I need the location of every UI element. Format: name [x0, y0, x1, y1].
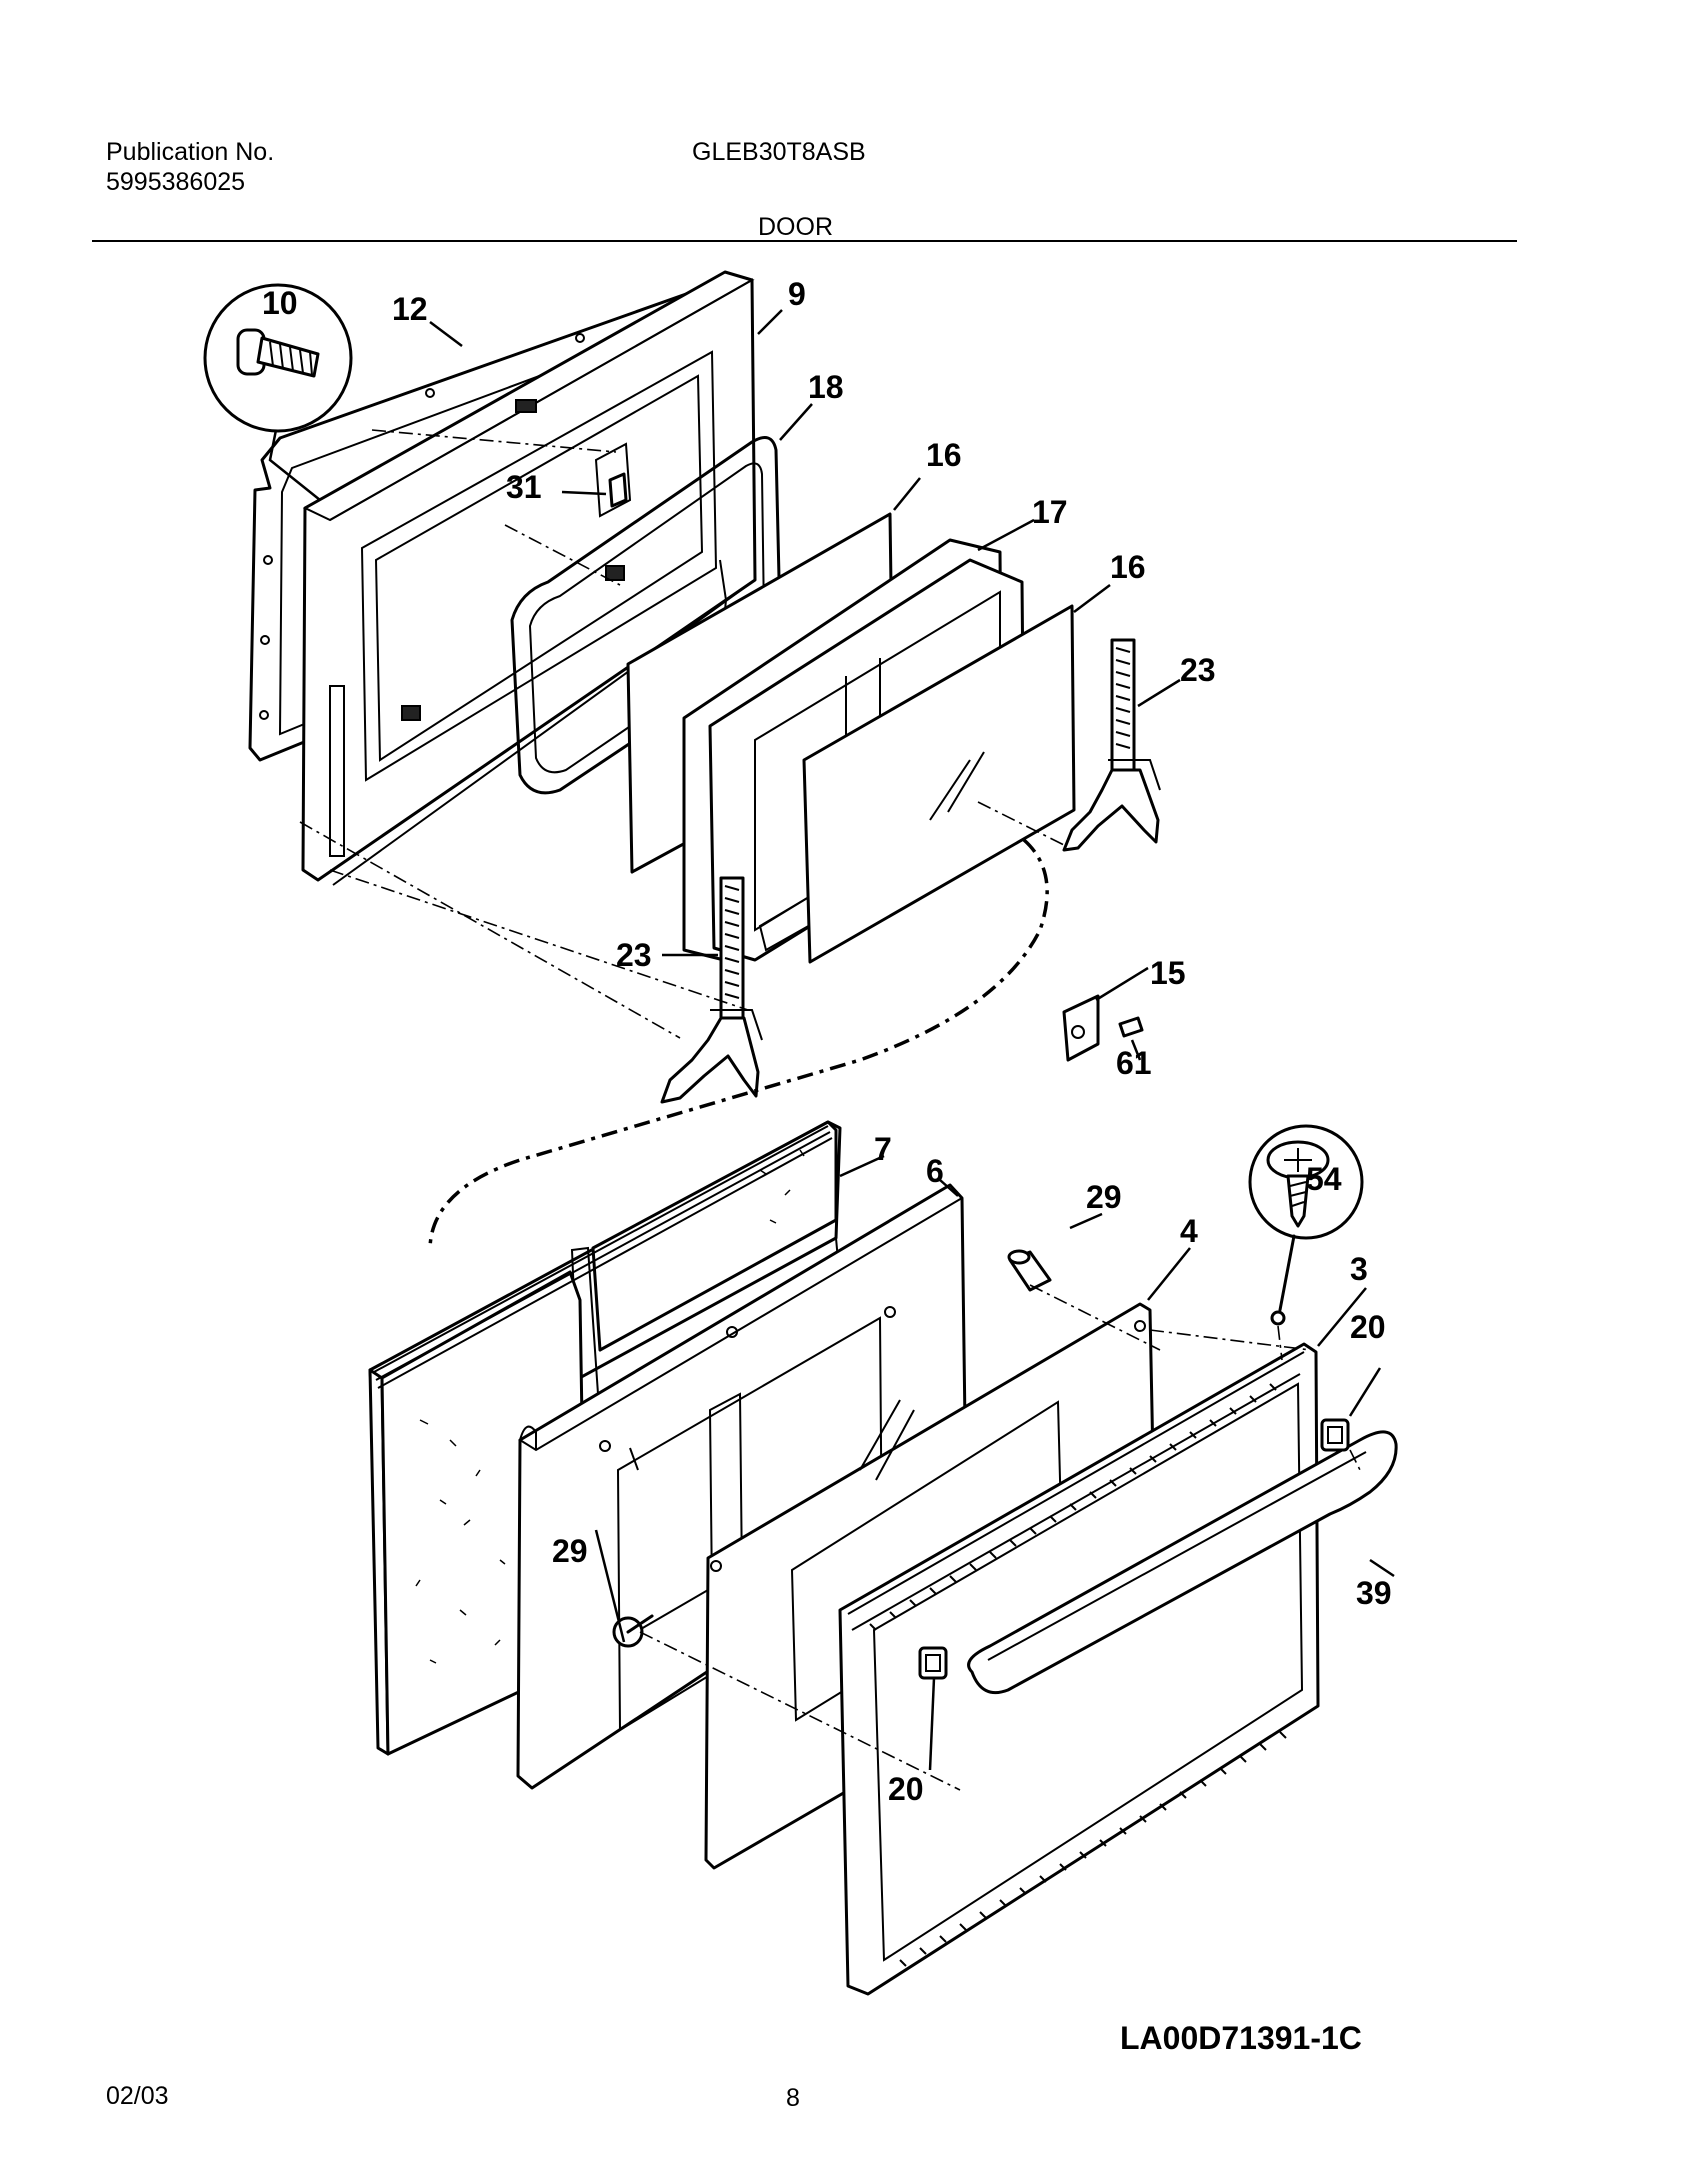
part-31-hinge-clip: [561, 472, 628, 508]
callout-16-a: 16: [926, 437, 962, 473]
part-9-door-liner: [301, 270, 757, 886]
section-title: DOOR: [758, 213, 833, 241]
leader-16b: [1073, 584, 1111, 613]
leader-6: [939, 1179, 959, 1197]
callout-10: 10: [262, 285, 298, 321]
part-23-hinge-right: [1062, 638, 1161, 852]
callout-6: 6: [926, 1153, 944, 1189]
part-23-hinge-left: [660, 876, 763, 1104]
leader-23a: [1137, 678, 1181, 708]
callout-39: 39: [1356, 1575, 1392, 1611]
part-54-screw: [1248, 1124, 1364, 1326]
callout-20-a: 20: [1350, 1309, 1386, 1345]
part-16-glass-right: [802, 604, 1076, 964]
callout-54: 54: [1306, 1161, 1342, 1197]
callout-31: 31: [506, 469, 542, 505]
callout-7: 7: [874, 1131, 892, 1167]
part-20-end-cap-right: [1320, 1367, 1382, 1452]
callout-17: 17: [1032, 494, 1068, 530]
model-number: GLEB30T8ASB: [692, 138, 866, 166]
header-rule: [92, 240, 1517, 242]
part-15-bracket: [1062, 966, 1149, 1062]
publication-label: Publication No.: [106, 138, 275, 166]
part-7-insulation: [368, 1120, 842, 1756]
drawing-code: LA00D71391-1C: [1120, 2020, 1362, 2056]
part-3-door-frame: [838, 1342, 1320, 1996]
part-39-handle: [967, 1430, 1398, 1695]
callout-20-b: 20: [888, 1771, 924, 1807]
part-29-spacer: [1007, 1212, 1103, 1292]
callout-23-b: 23: [616, 937, 652, 973]
leader-7: [839, 1154, 885, 1178]
page-number: 8: [786, 2084, 800, 2112]
leader-4: [1147, 1247, 1191, 1301]
leader-9: [757, 309, 783, 335]
leader-12: [429, 321, 463, 347]
leader-39: [1369, 1558, 1395, 1578]
callout-15: 15: [1150, 955, 1186, 991]
leader-3: [1317, 1287, 1367, 1347]
callout-16-b: 16: [1110, 549, 1146, 585]
callout-9: 9: [788, 276, 806, 312]
callout-61: 61: [1116, 1045, 1152, 1081]
callout-29-a: 29: [1086, 1179, 1122, 1215]
callout-4: 4: [1180, 1213, 1198, 1249]
callout-18: 18: [808, 369, 844, 405]
part-61-clip: [1118, 1016, 1144, 1061]
part-20-end-cap-left: [918, 1646, 948, 1771]
publication-number: 5995386025: [106, 168, 246, 196]
revision-date: 02/03: [106, 2082, 169, 2110]
callout-23-a: 23: [1180, 652, 1216, 688]
callout-29-b: 29: [552, 1533, 588, 1569]
part-10-screw: [203, 283, 353, 501]
leader-17: [977, 518, 1035, 552]
leader-29b: [594, 1529, 626, 1643]
callout-12: 12: [392, 291, 428, 327]
leader-16a: [893, 477, 921, 511]
callout-3: 3: [1350, 1251, 1368, 1287]
leader-18: [779, 403, 813, 441]
